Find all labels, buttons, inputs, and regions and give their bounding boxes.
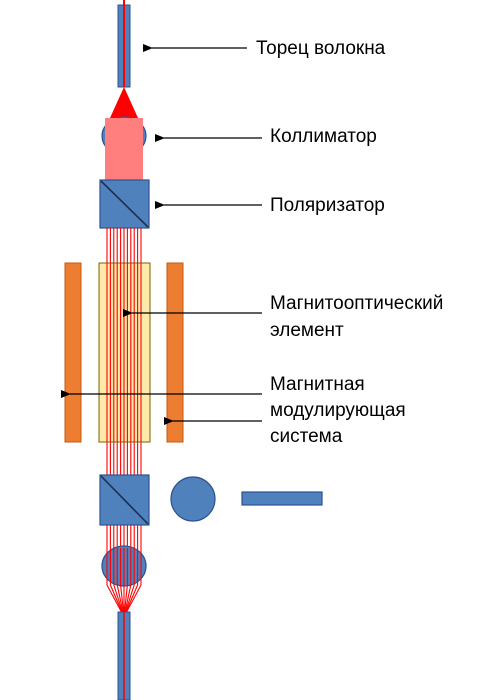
ray-line (123, 584, 128, 613)
magnet-right (166, 262, 184, 443)
magnet-left (64, 262, 82, 443)
label-polarizer: Поляризатор (270, 195, 385, 216)
ray-line (120, 584, 125, 613)
analyzer-side-circle (170, 476, 216, 522)
analyzer (99, 474, 150, 526)
ray-line (124, 584, 132, 613)
ray-line (113, 584, 123, 613)
polarized-beam-rays (106, 228, 142, 548)
label-collimator: Коллиматор (270, 126, 377, 147)
label-modulating-1: Магнитная (270, 374, 365, 395)
ray-line (106, 584, 122, 613)
ray-line (116, 584, 124, 613)
label-fiber-end: Торец волокна (256, 38, 386, 59)
ray-line (126, 584, 142, 613)
polarizer (99, 179, 150, 229)
label-modulating-2: модулирующая (270, 400, 406, 421)
ray-line (125, 584, 135, 613)
converging-rays (106, 584, 142, 613)
label-magneto-optic-2: элемент (270, 320, 344, 341)
output-fiber (117, 611, 131, 700)
beam-rays-in-element (106, 263, 142, 442)
ray-line (125, 584, 139, 613)
collimated-beam (105, 118, 143, 180)
beam-rays-through-lens (106, 548, 142, 585)
label-modulating-3: система (270, 426, 343, 447)
analyzer-side-bar (241, 491, 323, 506)
ray-line (109, 584, 123, 613)
input-fiber (117, 0, 131, 88)
label-magneto-optic-1: Магнитооптический (270, 293, 444, 314)
beam-cone (110, 87, 138, 118)
